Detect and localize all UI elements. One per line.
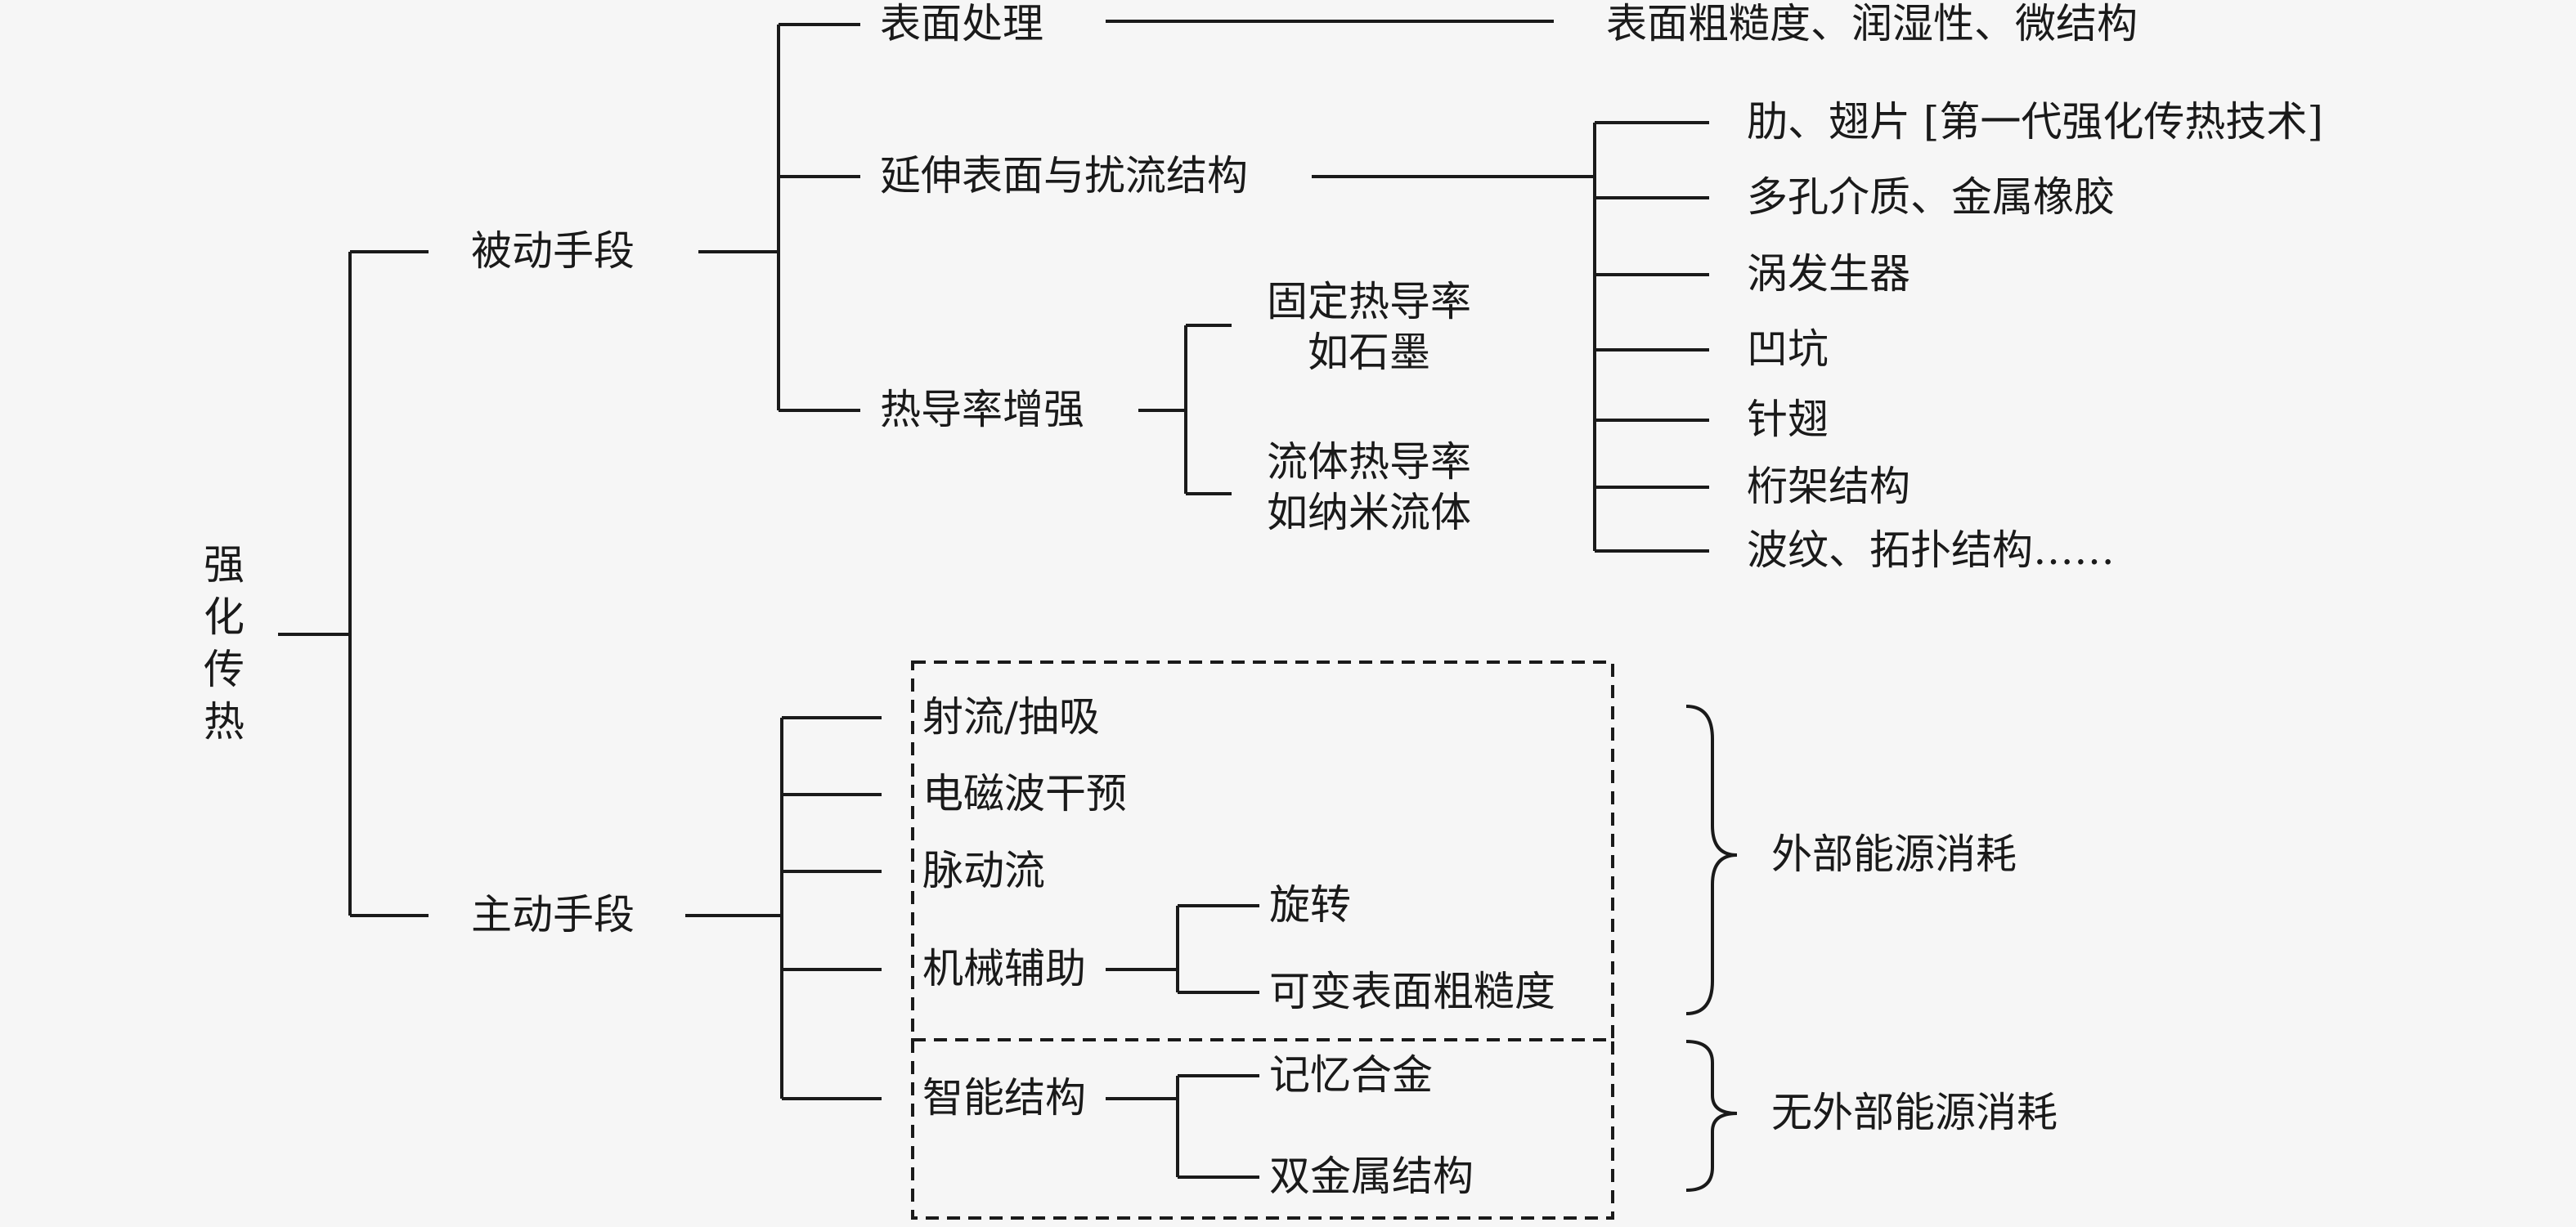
list-item: 多孔介质、金属橡胶	[1747, 173, 2115, 221]
external-energy-brace	[1685, 705, 1738, 1015]
rotation-label: 旋转	[1269, 881, 1351, 929]
extended-surface-items: 肋、翅片 [第一代强化传热技术] 多孔介质、金属橡胶 涡发生器 凹坑 针翅 桁架…	[1747, 98, 2323, 574]
fixed-conductivity-example: 如石墨	[1308, 329, 1430, 376]
smart-structure-connector	[1106, 1074, 1259, 1179]
mechanical-label: 机械辅助	[922, 945, 1086, 992]
passive-label: 被动手段	[471, 227, 635, 275]
jet-label: 射流/抽吸	[922, 693, 1100, 741]
no-external-energy-box	[911, 1038, 1614, 1220]
list-item: 凹坑	[1747, 325, 1829, 373]
extended-surface-connector	[1312, 121, 1709, 553]
list-item: 涡发生器	[1747, 250, 1910, 298]
list-item: 桁架结构	[1747, 463, 1910, 510]
root-char-4: 热	[204, 698, 245, 746]
list-item: 波纹、拓扑结构……	[1747, 526, 2115, 574]
active-label: 主动手段	[471, 891, 635, 938]
pulse-label: 脉动流	[922, 847, 1045, 894]
variable-roughness-label: 可变表面粗糙度	[1269, 968, 1555, 1015]
no-external-energy-brace	[1685, 1040, 1738, 1192]
mechanical-connector	[1106, 904, 1259, 994]
conductivity-connector	[1138, 324, 1232, 495]
passive-connector	[698, 23, 860, 412]
root-char-1: 强	[204, 541, 245, 589]
no-external-energy-label: 无外部能源消耗	[1771, 1089, 2058, 1136]
surface-treatment-label: 表面处理	[880, 0, 1043, 47]
bimetal-label: 双金属结构	[1269, 1153, 1474, 1200]
root-connector	[278, 250, 429, 917]
surface-treatment-result: 表面粗糙度、润湿性、微结构	[1606, 0, 2138, 47]
fluid-conductivity-example: 如纳米流体	[1267, 489, 1471, 536]
fluid-conductivity-label: 流体热导率	[1267, 438, 1471, 486]
em-label: 电磁波干预	[922, 770, 1127, 817]
fixed-conductivity-label: 固定热导率	[1267, 278, 1471, 325]
root-char-2: 化	[204, 593, 245, 641]
list-item: 针翅	[1747, 396, 1829, 443]
list-item: 肋、翅片 [第一代强化传热技术]	[1747, 98, 2323, 146]
root-label: 强 化 传 热	[204, 541, 245, 746]
active-connector	[685, 716, 882, 1100]
memory-alloy-label: 记忆合金	[1269, 1051, 1433, 1099]
smart-structure-label: 智能结构	[922, 1074, 1086, 1122]
root-char-3: 传	[204, 646, 245, 693]
external-energy-label: 外部能源消耗	[1771, 831, 2017, 878]
conductivity-label: 热导率增强	[880, 386, 1084, 433]
extended-surface-label: 延伸表面与扰流结构	[880, 152, 1248, 199]
